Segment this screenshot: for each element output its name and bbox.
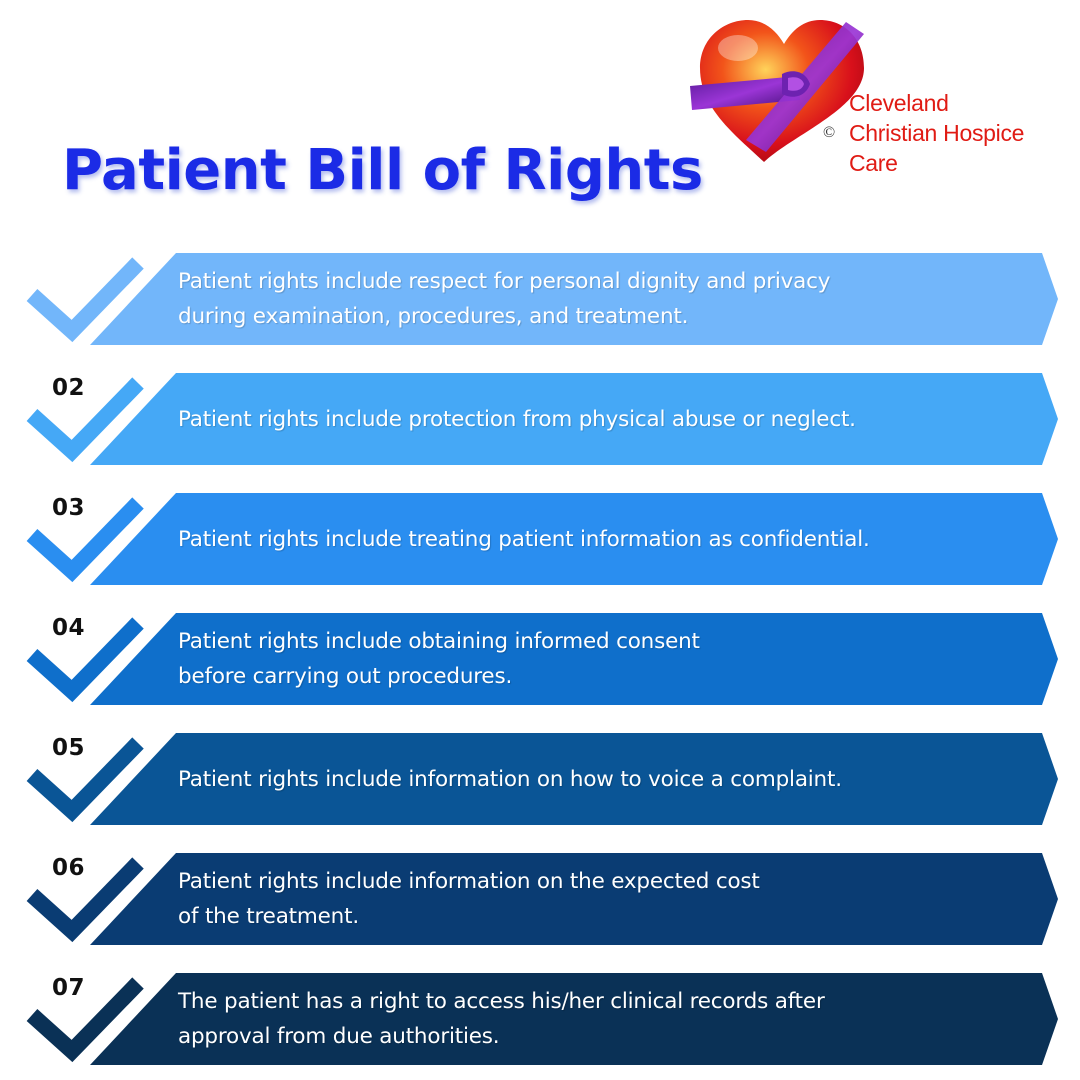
right-banner bbox=[90, 253, 1058, 345]
right-text: Patient rights include information on th… bbox=[178, 869, 760, 929]
right-text: The patient has a right to access his/he… bbox=[178, 989, 825, 1049]
right-banner bbox=[90, 853, 1058, 945]
organization-name-line: Christian Hospice bbox=[849, 120, 1025, 146]
hospice-heart-logo bbox=[686, 12, 876, 170]
check-icon bbox=[18, 373, 150, 463]
right-text: Patient rights include information on ho… bbox=[178, 766, 842, 792]
organization-name-line: Care bbox=[849, 150, 898, 176]
right-text: Patient rights include treating patient … bbox=[178, 526, 870, 552]
right-text-box: Patient rights include obtaining informe… bbox=[178, 613, 1038, 705]
right-banner bbox=[90, 373, 1058, 465]
check-icon bbox=[18, 613, 150, 703]
right-banner bbox=[90, 493, 1058, 585]
right-text: Patient rights include obtaining informe… bbox=[178, 629, 700, 689]
check-icon bbox=[18, 973, 150, 1063]
right-number: 06 bbox=[52, 855, 86, 881]
right-text: Patient rights include respect for perso… bbox=[178, 269, 831, 329]
right-number: 05 bbox=[52, 735, 86, 761]
right-banner bbox=[90, 973, 1058, 1065]
organization-name-line: Cleveland bbox=[849, 90, 949, 116]
right-text: Patient rights include protection from p… bbox=[178, 406, 856, 432]
organization-name: Cleveland Christian Hospice Care bbox=[849, 88, 1024, 178]
check-icon bbox=[18, 733, 150, 823]
right-number: 04 bbox=[52, 615, 86, 641]
right-number: 07 bbox=[52, 975, 86, 1001]
check-icon bbox=[18, 253, 150, 343]
copyright-symbol: © bbox=[823, 124, 836, 141]
right-text-box: The patient has a right to access his/he… bbox=[178, 973, 1038, 1065]
right-text-box: Patient rights include treating patient … bbox=[178, 493, 1038, 585]
right-text-box: Patient rights include information on th… bbox=[178, 853, 1038, 945]
check-icon bbox=[18, 853, 150, 943]
right-text-box: Patient rights include respect for perso… bbox=[178, 253, 1038, 345]
right-text-box: Patient rights include protection from p… bbox=[178, 373, 1038, 465]
right-text-box: Patient rights include information on ho… bbox=[178, 733, 1038, 825]
right-number: 03 bbox=[52, 495, 86, 521]
check-icon bbox=[18, 493, 150, 583]
right-banner bbox=[90, 613, 1058, 705]
right-number: 02 bbox=[52, 375, 86, 401]
page-title: Patient Bill of Rights bbox=[62, 138, 703, 203]
right-banner bbox=[90, 733, 1058, 825]
heart-ribbon-icon bbox=[690, 20, 864, 162]
right-item: Patient rights include respect for perso… bbox=[0, 253, 1080, 345]
